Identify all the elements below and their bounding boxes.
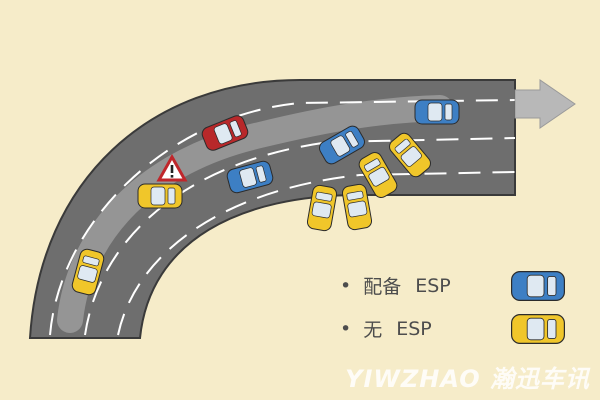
lane-line-inner [117,171,516,336]
legend-label: 无 [363,319,383,341]
lane-line-middle [84,137,516,336]
legend-bullet: • [340,274,352,297]
watermark-chinese: 瀚迅车讯 [490,365,590,393]
legend-term: ESP [396,317,432,340]
car-blue-yellow-stripe [137,183,183,209]
legend-bullet: • [340,317,352,340]
watermark: YIWZHAO 瀚迅车讯 [345,359,590,394]
legend-car-blue [511,271,566,301]
car-blue-3 [414,99,460,125]
legend-term: ESP [415,274,451,297]
legend-label: 配备 [363,276,402,298]
legend-item-no-esp: • 无 ESP [340,315,432,342]
legend-item-esp: • 配备 ESP [340,272,451,299]
watermark-latin: YIWZHAO [345,365,481,393]
legend-car-yellow [511,314,566,344]
arrow-right-icon [514,79,576,129]
lane-line-outer [49,99,516,336]
warning-triangle-icon [156,153,188,182]
